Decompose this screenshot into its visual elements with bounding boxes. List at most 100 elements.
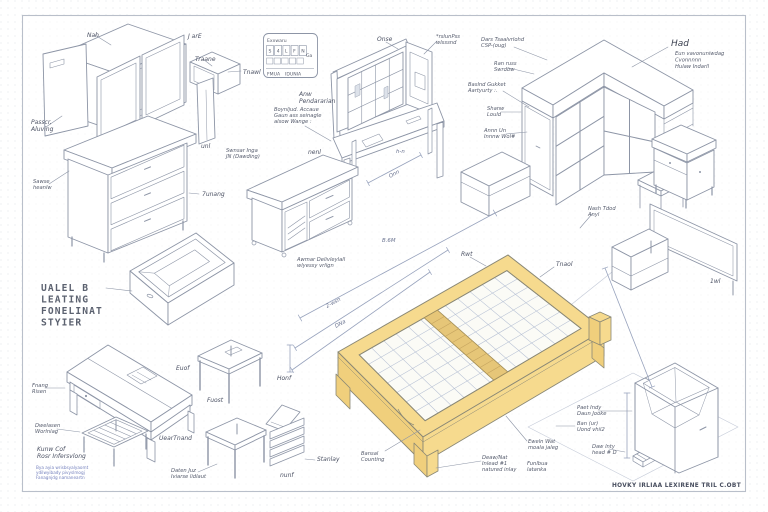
- label-rslunpss-2: wlsssnd: [436, 40, 457, 46]
- label-awmar-1: Awmar Delivleylall: [296, 257, 346, 263]
- title-block: UALEL B LEATING FONELINAT STYIER: [41, 283, 103, 329]
- label-cu1-1: Dars Tsaalvrlohd: [481, 37, 525, 43]
- step-stack-drawing: [265, 404, 305, 467]
- legend-cell-0: S: [269, 49, 272, 55]
- coffee-table-drawing: [66, 344, 195, 463]
- label-cu5-2: Innnw Wol#: [484, 134, 516, 140]
- label-nah: Nah: [87, 32, 99, 39]
- label-cu4-1: Shanw: [487, 106, 505, 112]
- label-banur-1: Ban (ur): [577, 421, 598, 427]
- label-had-sub-1: Eun vavonuniwdag: [675, 51, 725, 57]
- label-eweln-1: Eweln Wat: [528, 439, 556, 445]
- label-cu5-1: Annn Un: [483, 128, 506, 134]
- label-note-1: Bya ayia wrisbsyalyaomt: [36, 465, 89, 470]
- label-rslunpss-1: *rslunPss: [436, 34, 460, 40]
- label-had-sub-3: Hulaw Indarll: [675, 64, 710, 70]
- label-honf: Honf: [277, 375, 292, 382]
- label-sawse-1: Sawse: [33, 179, 50, 185]
- label-onse: Onse: [377, 36, 393, 43]
- label-kunw-2: Rosr Infersvlong: [37, 453, 86, 460]
- label-dna: DNa: [334, 319, 347, 330]
- label-note-3: Fanagnjdg namaneartn: [36, 475, 85, 480]
- label-tnawl: Tnawl: [243, 69, 261, 76]
- label-daten-1: Daten Juz: [171, 468, 196, 474]
- label-awmar-2: wlyessy vrlign: [297, 263, 334, 269]
- legend-header: Exxwaru: [267, 38, 287, 44]
- label-swnsar-2: JN (Dawding): [225, 154, 260, 160]
- label-fuost: Fuost: [207, 397, 224, 404]
- label-cu4-2: Lould: [487, 112, 502, 118]
- label-boynljud-2: Gaun ass seinagle: [274, 113, 321, 119]
- legend-cell-2: L: [285, 49, 288, 55]
- label-note-2: ydilwyibady pivyslmogj: [36, 470, 85, 475]
- label-onn: Onn: [388, 169, 401, 180]
- legend-footer-right: IDUNIA: [285, 72, 302, 78]
- label-swnsar-1: Swnsar Inga: [226, 148, 258, 154]
- label-ueartnand: UearTnand: [159, 435, 192, 442]
- label-deawnat-2: Inlead #1: [482, 461, 507, 467]
- label-nunf: nunf: [280, 472, 294, 479]
- label-zunang: 7unang: [202, 191, 225, 198]
- title-line-1: UALEL B: [41, 283, 89, 294]
- dimension-lines: [286, 152, 656, 459]
- label-boynljud-1: Boynljud. Accaue: [274, 107, 319, 113]
- label-passcr-1: Passcr,: [31, 119, 52, 126]
- open-box-drawing: [634, 362, 719, 474]
- dresser-drawing: [63, 115, 197, 263]
- label-banur-2: Uond vhil2: [577, 427, 605, 433]
- label-had: Had: [671, 39, 689, 49]
- label-anw-1: Anw: [298, 91, 312, 98]
- desk-hutch-drawing: [330, 38, 445, 213]
- label-iwl: 1wl: [710, 278, 721, 285]
- label-paet-2: Daun Jooke: [577, 411, 606, 417]
- label-paet-1: Paet Indy: [577, 405, 602, 411]
- label-deawnat-3: natured inlay: [482, 467, 517, 473]
- label-euof: Euof: [176, 365, 190, 372]
- label-funlbua-2: latanka: [527, 467, 546, 473]
- label-anw-2: Pendararian: [299, 98, 336, 105]
- label-dwelasen-1: Dwelasen: [35, 423, 60, 429]
- label-traane: Traane: [195, 56, 216, 63]
- label-bansal-1: Bansal: [361, 451, 379, 457]
- label-rwt: Rwt: [461, 251, 473, 258]
- tv-stand-drawing: [246, 154, 359, 258]
- annotation-labels: Nah J arE Traane Tnawl Passcr, Aluving u…: [30, 32, 725, 480]
- label-nash-2: Anyl: [587, 212, 600, 218]
- label-dawlnty-1: Daw lnty: [592, 444, 616, 450]
- legend-footer-left: FMUA: [267, 72, 281, 78]
- label-daten-2: Iviarse lidlaut: [171, 474, 207, 480]
- title-line-3: FONELINAT: [41, 306, 103, 317]
- label-cu2-2: Swrdbw: [494, 67, 515, 73]
- drawer-box-drawing: [129, 232, 235, 326]
- corner-wardrobe-drawing: [460, 39, 717, 221]
- sheet-footer-text: HOVKY IRLIAA LEXIRENE TRIL C.OBT: [612, 483, 741, 489]
- label-passcr-2: Aluving: [30, 126, 54, 133]
- label-boynljud-3: alsow Wange :: [274, 119, 312, 125]
- label-kunw-1: Kunw Cof: [37, 446, 66, 453]
- label-cu3-1: Baslnd Gukket: [468, 82, 507, 88]
- label-bansal-2: Counting: [361, 457, 385, 463]
- label-unl: unl: [201, 143, 211, 150]
- label-eweln-2: moala jaleg: [528, 445, 559, 451]
- label-leader-lines: [44, 34, 669, 473]
- label-deawnat-1: Deaw/Nat: [482, 455, 508, 461]
- legend-cell-1: 4: [277, 49, 280, 55]
- label-jare: J arE: [187, 33, 202, 40]
- legend-cell-3: F: [293, 49, 296, 55]
- bed-frame-drawing: [335, 254, 612, 478]
- legend-side-note: Ga: [306, 53, 313, 59]
- side-table-1-drawing: [197, 339, 263, 404]
- label-stanlay: Stanlay: [317, 456, 340, 463]
- slatted-bench-drawing: [81, 416, 149, 467]
- legend-cell-4: N: [301, 49, 304, 55]
- label-nenl: nenl: [308, 149, 321, 156]
- bench-with-back-drawing: [611, 203, 738, 296]
- side-table-2-drawing: [205, 417, 267, 479]
- label-nash-1: Nash Tdod: [588, 206, 616, 212]
- label-fnang-1: Fnang: [32, 383, 49, 389]
- label-dwelasen-2: Worlnlag: [35, 429, 59, 435]
- label-cu2-1: Ran russ: [494, 61, 517, 67]
- label-cu1-2: CSP-(oug): [481, 43, 507, 49]
